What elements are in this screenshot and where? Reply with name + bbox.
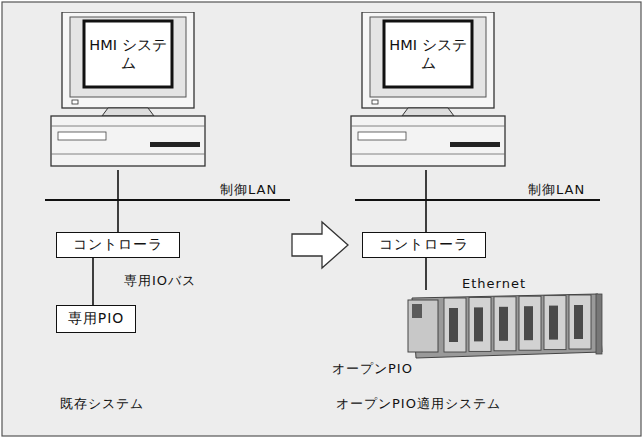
pc-line bbox=[351, 126, 505, 127]
terminal-block bbox=[524, 306, 533, 340]
monitor-bezel bbox=[370, 17, 486, 97]
io-module bbox=[444, 298, 466, 352]
rack-end bbox=[596, 294, 602, 354]
rack-base bbox=[412, 294, 602, 358]
computer-illustration bbox=[350, 12, 506, 170]
connector-line bbox=[425, 170, 427, 232]
connection-label: Ethernet bbox=[462, 276, 526, 291]
system-caption: 既存システム bbox=[60, 395, 144, 413]
lan-bus bbox=[45, 199, 290, 201]
computer-illustration bbox=[50, 12, 206, 170]
system-caption: オープンPIO適用システム bbox=[336, 395, 501, 413]
connector-line bbox=[92, 258, 94, 305]
connector-line bbox=[117, 170, 119, 232]
drive-slot bbox=[150, 142, 200, 147]
hmi-computer: HMI システム bbox=[50, 12, 206, 170]
drive-slot bbox=[450, 142, 500, 147]
io-module bbox=[544, 296, 566, 350]
pc-line bbox=[51, 126, 205, 127]
module-panel bbox=[412, 304, 422, 318]
io-module bbox=[519, 296, 541, 350]
connection-label: 制御LAN bbox=[528, 181, 585, 199]
connection-label: 制御LAN bbox=[220, 181, 277, 199]
device-box: コントローラ bbox=[362, 232, 486, 258]
monitor-stand bbox=[102, 108, 154, 116]
terminal-block bbox=[499, 307, 508, 341]
power-button bbox=[72, 100, 78, 104]
monitor-screen bbox=[384, 21, 472, 87]
screen-area: HMI システム bbox=[88, 25, 168, 83]
lan-bus bbox=[355, 199, 600, 201]
monitor-bezel bbox=[70, 17, 186, 97]
node-label: コントローラ bbox=[379, 236, 469, 254]
drive-slot bbox=[58, 132, 106, 140]
node-label: コントローラ bbox=[73, 236, 163, 254]
terminal-block bbox=[549, 306, 558, 340]
node-label: 専用PIO bbox=[68, 310, 125, 328]
monitor-screen bbox=[84, 21, 172, 87]
hmi-computer: HMI システム bbox=[350, 12, 506, 170]
pc-unit bbox=[351, 116, 505, 166]
open-pio-unit: オープンPIO bbox=[328, 290, 604, 382]
pc-line bbox=[351, 154, 505, 155]
pc-unit bbox=[51, 116, 205, 166]
screen-area: HMI システム bbox=[388, 25, 468, 83]
io-module bbox=[494, 297, 516, 351]
device-box: コントローラ bbox=[56, 232, 180, 258]
screen-text: HMI システム bbox=[88, 36, 168, 72]
transition-arrow bbox=[292, 222, 348, 268]
node-label: オープンPIO bbox=[332, 360, 413, 378]
terminal-block bbox=[474, 307, 483, 341]
screen-text: HMI システム bbox=[388, 36, 468, 72]
io-module bbox=[569, 295, 591, 349]
terminal-block bbox=[574, 305, 583, 339]
io-module bbox=[469, 297, 491, 351]
connection-label: 専用IOバス bbox=[124, 272, 196, 290]
monitor-stand bbox=[402, 108, 454, 116]
power-button bbox=[372, 100, 378, 104]
power-module bbox=[408, 300, 438, 352]
pc-line bbox=[51, 154, 205, 155]
terminal-block bbox=[449, 308, 458, 342]
monitor-body bbox=[62, 12, 194, 108]
monitor-body bbox=[362, 12, 494, 108]
connector-line bbox=[425, 258, 427, 290]
drive-slot bbox=[358, 132, 406, 140]
device-box: 専用PIO bbox=[56, 305, 136, 333]
